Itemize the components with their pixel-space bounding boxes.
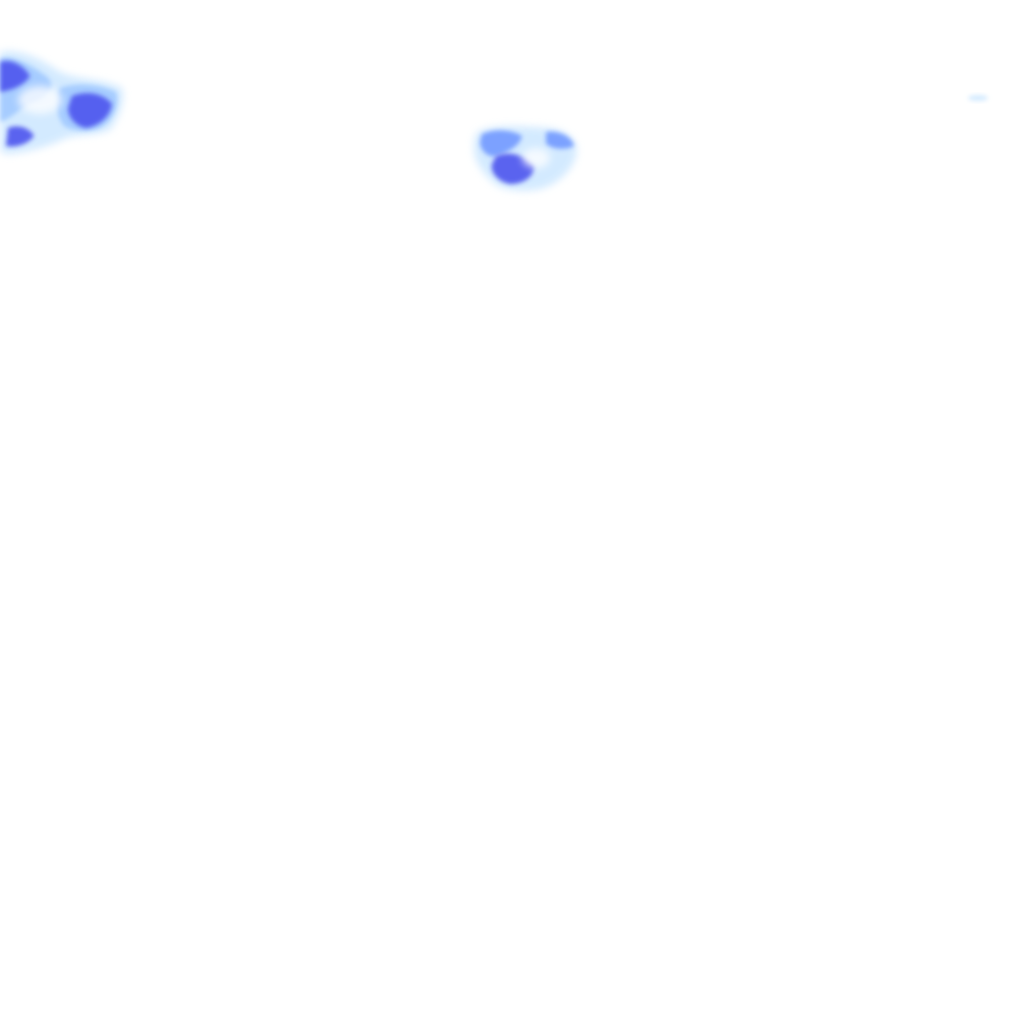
precip-cell-top-left[interactable]	[0, 51, 124, 154]
precip-cell-top-center[interactable]	[474, 126, 577, 191]
precip-cell-top-right[interactable]	[968, 95, 988, 101]
